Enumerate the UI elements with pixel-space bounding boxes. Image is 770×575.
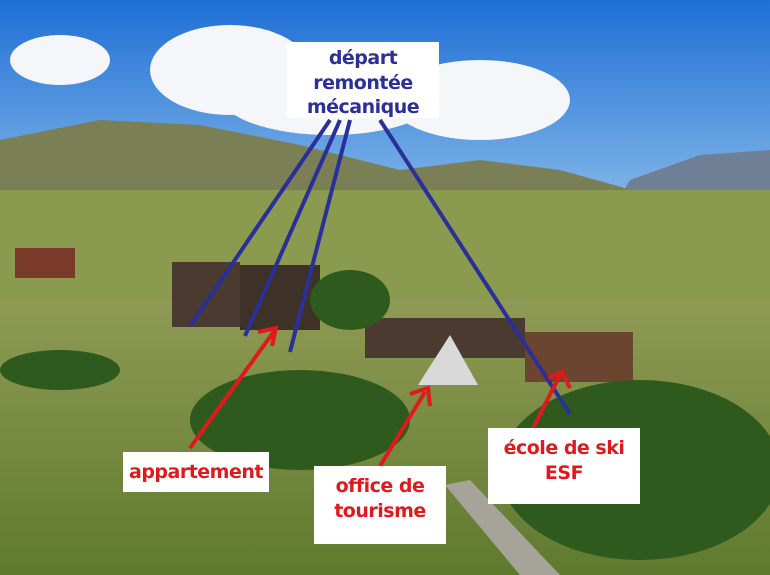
label-tourism-line1: office de [335,475,425,497]
road [445,480,560,575]
label-lift-departure: départ remontée mécanique [287,42,439,118]
label-apartment: appartement [123,452,269,492]
label-apartment-text: appartement [129,461,263,483]
label-ski-school: école de ski ESF [488,428,640,504]
red-arrows [188,325,572,468]
label-lift-line1: départ remontée [313,47,413,94]
label-ski-line1: école de ski [503,437,625,459]
lift-arrows [188,118,572,416]
label-tourism-line2: tourisme [334,499,426,522]
label-lift-line2: mécanique [306,96,420,119]
buildings [15,248,633,385]
label-ski-line2: ESF [544,461,584,484]
label-tourism-office: office de tourisme [314,466,446,544]
